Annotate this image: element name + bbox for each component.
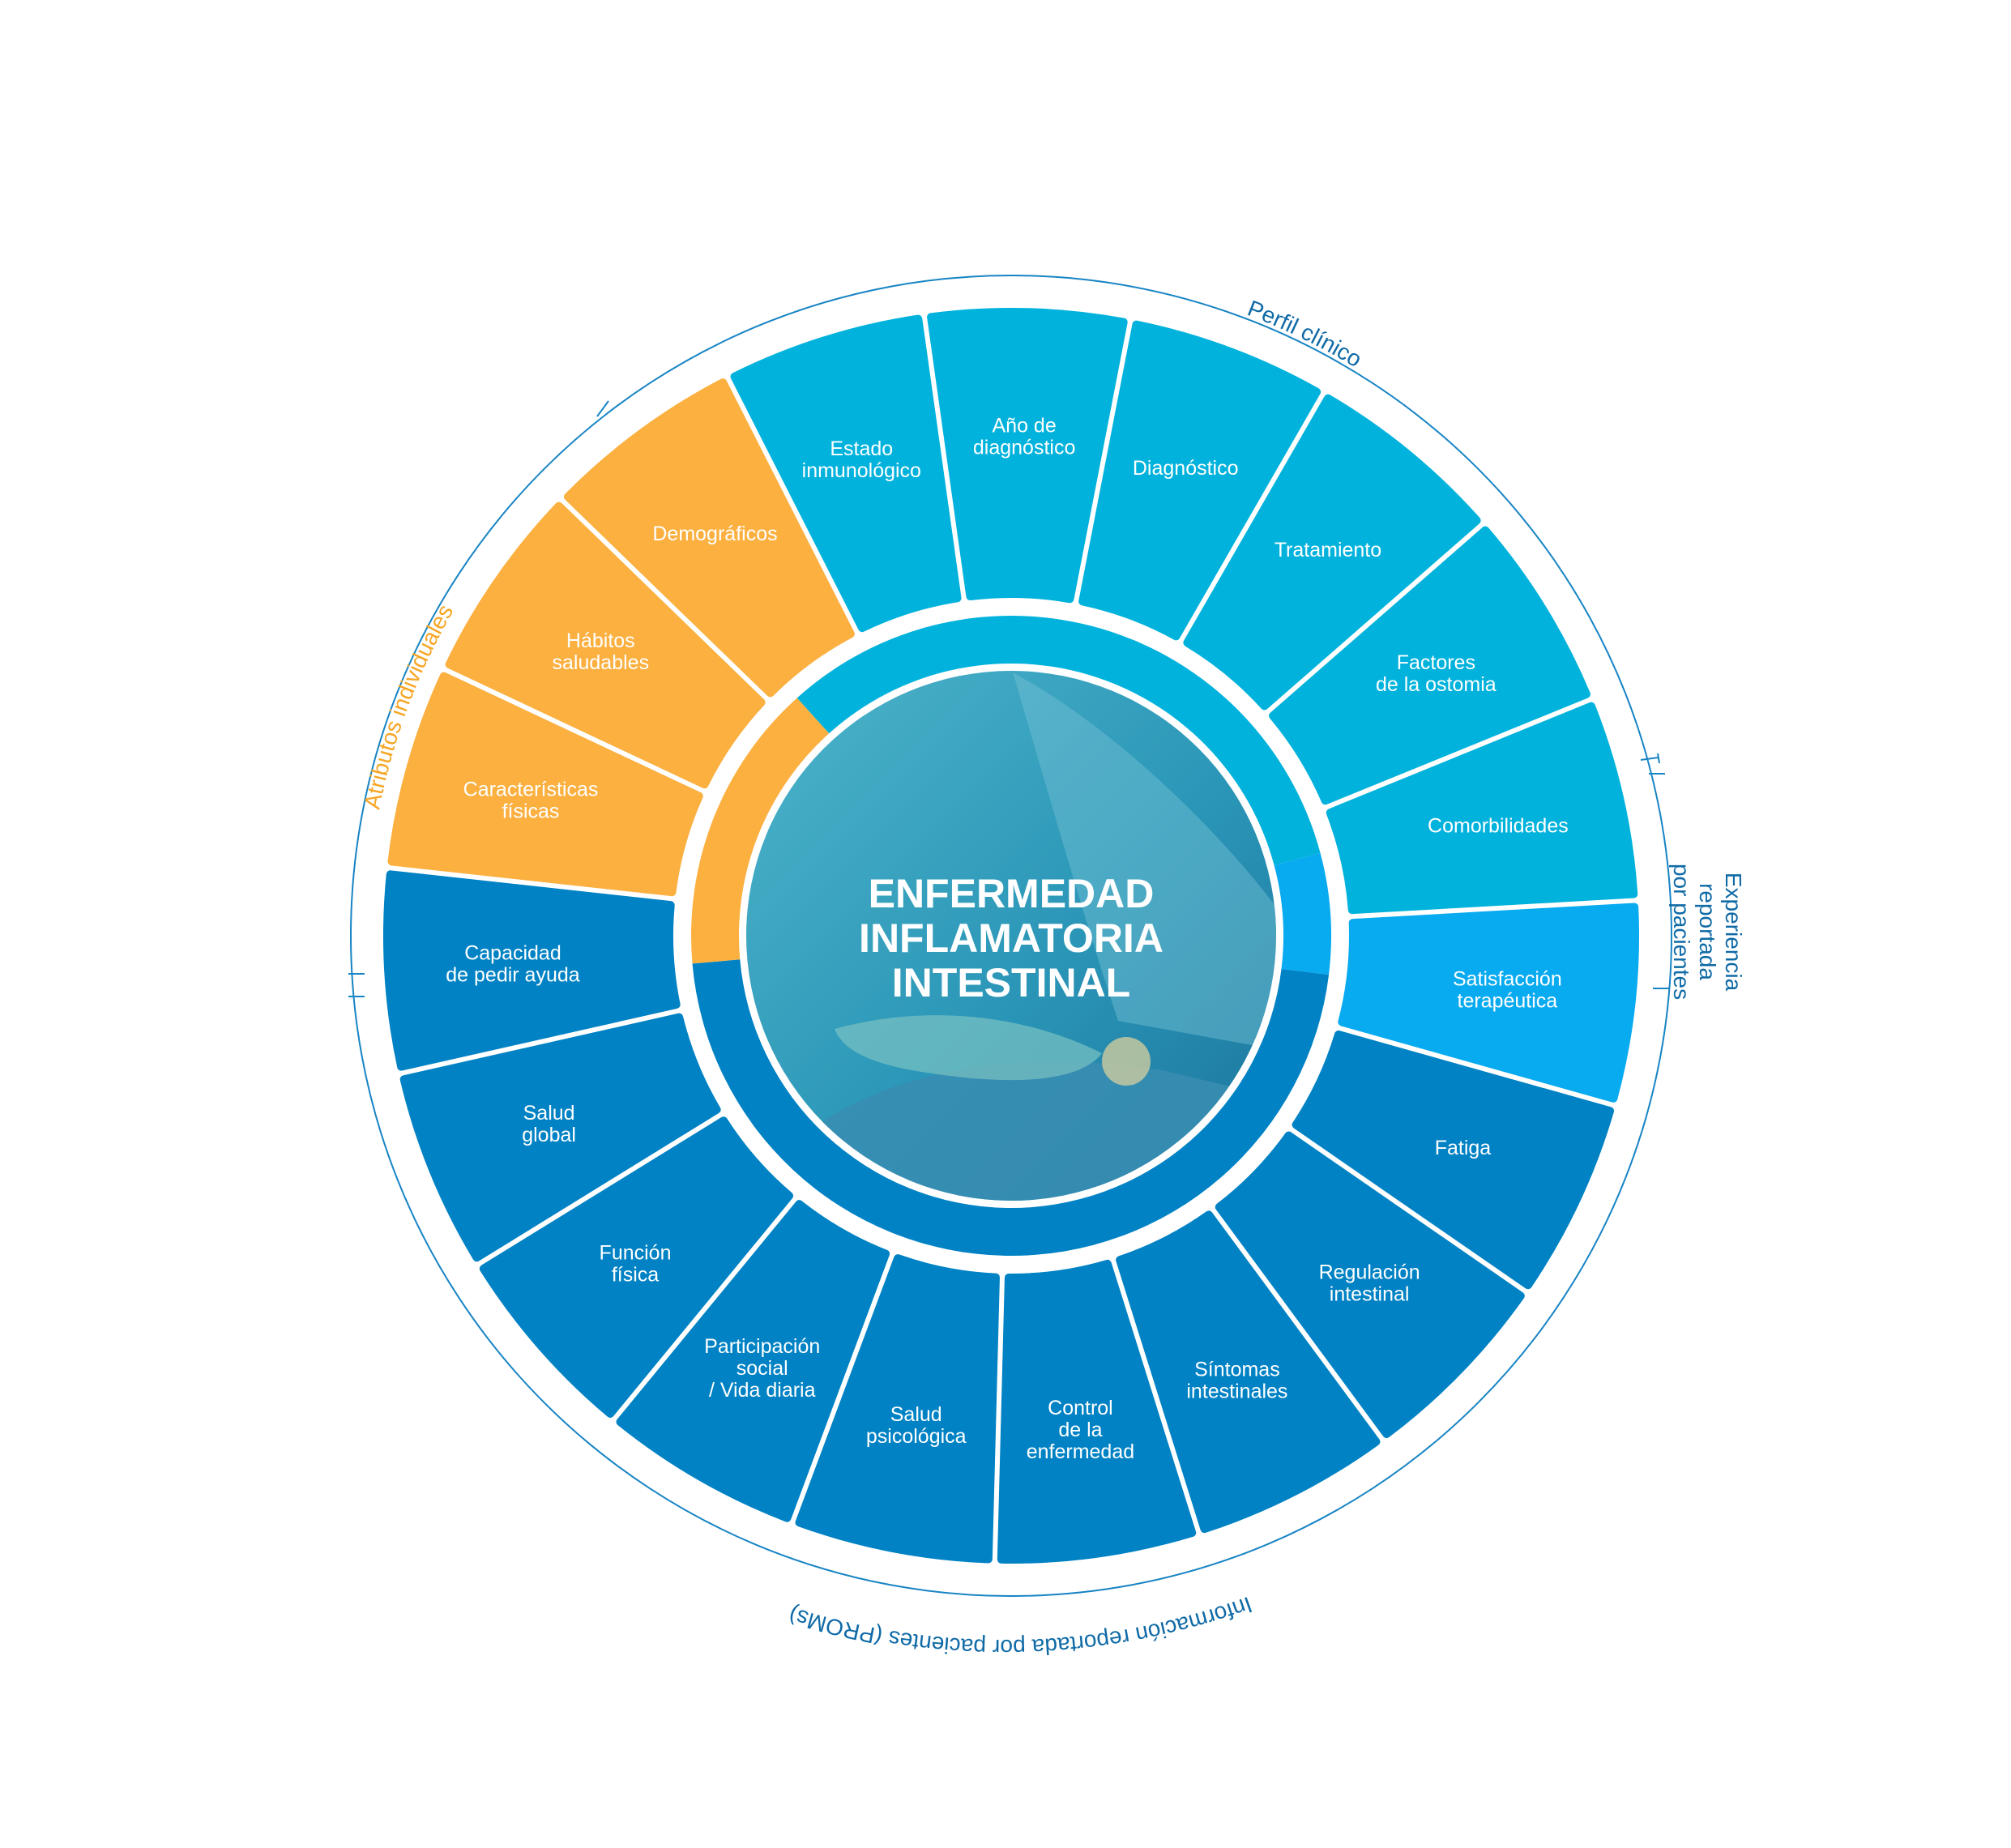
segment-label: Estado <box>830 437 893 460</box>
center-title-line: ENFERMEDAD <box>869 871 1155 916</box>
segment-label: físicas <box>502 800 560 823</box>
segment-label: de pedir ayuda <box>446 963 580 986</box>
group-label-proms: Información reportada por pacientes (PRO… <box>786 1592 1256 1660</box>
segment-atributos <box>563 378 855 698</box>
segment-perfil <box>730 314 962 633</box>
segment-label: Función <box>600 1242 672 1265</box>
group-label-proms-text: Información reportada por pacientes (PRO… <box>786 1592 1256 1660</box>
segment-label: inmunológico <box>802 459 921 482</box>
segment-label: Salud <box>890 1403 942 1426</box>
segment-proms <box>383 870 681 1071</box>
segment-label: Participación <box>704 1335 820 1358</box>
segment-label: Comorbilidades <box>1428 814 1569 837</box>
segment-perfil <box>1269 526 1590 805</box>
segment-label: saludables <box>553 651 650 674</box>
segment-label: psicológica <box>866 1425 967 1448</box>
segments-layer: Año dediagnósticoDiagnósticoTratamientoF… <box>383 308 1639 1564</box>
segment-label: Fatiga <box>1435 1137 1492 1159</box>
segment-label: terapéutica <box>1458 989 1558 1012</box>
segment-label: global <box>522 1124 576 1146</box>
inner-band-atributos <box>691 698 830 964</box>
inner-band-perfil <box>796 616 1321 866</box>
segment-proms <box>997 1259 1197 1564</box>
segment-experiencia <box>1338 903 1639 1103</box>
segment-label: intestinales <box>1186 1381 1287 1403</box>
segment-label: Control <box>1048 1397 1113 1419</box>
group-label-experiencia-line-1: Experiencia <box>1721 873 1746 992</box>
segment-proms <box>1292 1030 1615 1290</box>
segment-label: Características <box>463 779 599 801</box>
segment-perfil <box>1326 702 1638 915</box>
segment-proms <box>1116 1210 1381 1534</box>
segment-label: Tratamiento <box>1274 539 1381 561</box>
group-label-experiencia: Experiencia reportada por pacientes <box>1669 864 1746 1000</box>
segment-label: de la ostomia <box>1376 673 1497 696</box>
segment-label: Satisfacción <box>1453 967 1562 990</box>
segment-proms <box>616 1200 890 1522</box>
inner-band-experiencia <box>1274 852 1331 975</box>
segment-label: Regulación <box>1319 1261 1420 1283</box>
segment-label: diagnóstico <box>973 437 1075 459</box>
segment-atributos <box>445 501 766 789</box>
segment-perfil <box>1078 320 1321 641</box>
segment-label: Demográficos <box>652 523 777 545</box>
inner-band-proms <box>692 959 1330 1257</box>
segment-proms <box>1215 1131 1525 1439</box>
segment-label: de la <box>1058 1419 1102 1441</box>
segment-label: Hábitos <box>566 630 635 652</box>
segment-label: Factores <box>1397 651 1475 674</box>
segment-perfil <box>927 308 1128 604</box>
segment-label: / Vida diaria <box>709 1379 816 1402</box>
segment-proms <box>479 1116 794 1418</box>
segment-label: Capacidad <box>464 941 561 964</box>
segment-label: Síntomas <box>1194 1359 1280 1381</box>
segment-label: Diagnóstico <box>1133 457 1239 480</box>
segment-label: física <box>612 1264 659 1287</box>
group-label-experiencia-line-3: por pacientes <box>1669 864 1694 1000</box>
center-title-line: INFLAMATORIA <box>859 915 1163 961</box>
outer-ring <box>348 275 1672 1597</box>
segment-label: enfermedad <box>1027 1440 1134 1463</box>
group-label-experiencia-line-2: reportada <box>1695 883 1720 980</box>
segment-label: social <box>737 1357 788 1380</box>
segment-label: Año de <box>993 415 1057 437</box>
segment-proms <box>795 1254 1000 1564</box>
inner-band <box>691 616 1331 1257</box>
segment-perfil <box>1183 394 1481 711</box>
segment-label: Salud <box>523 1102 575 1125</box>
center-title-line: INTESTINAL <box>892 960 1130 1005</box>
segment-atributos <box>387 672 703 897</box>
segment-proms <box>399 1013 721 1262</box>
segment-label: intestinal <box>1330 1283 1410 1305</box>
